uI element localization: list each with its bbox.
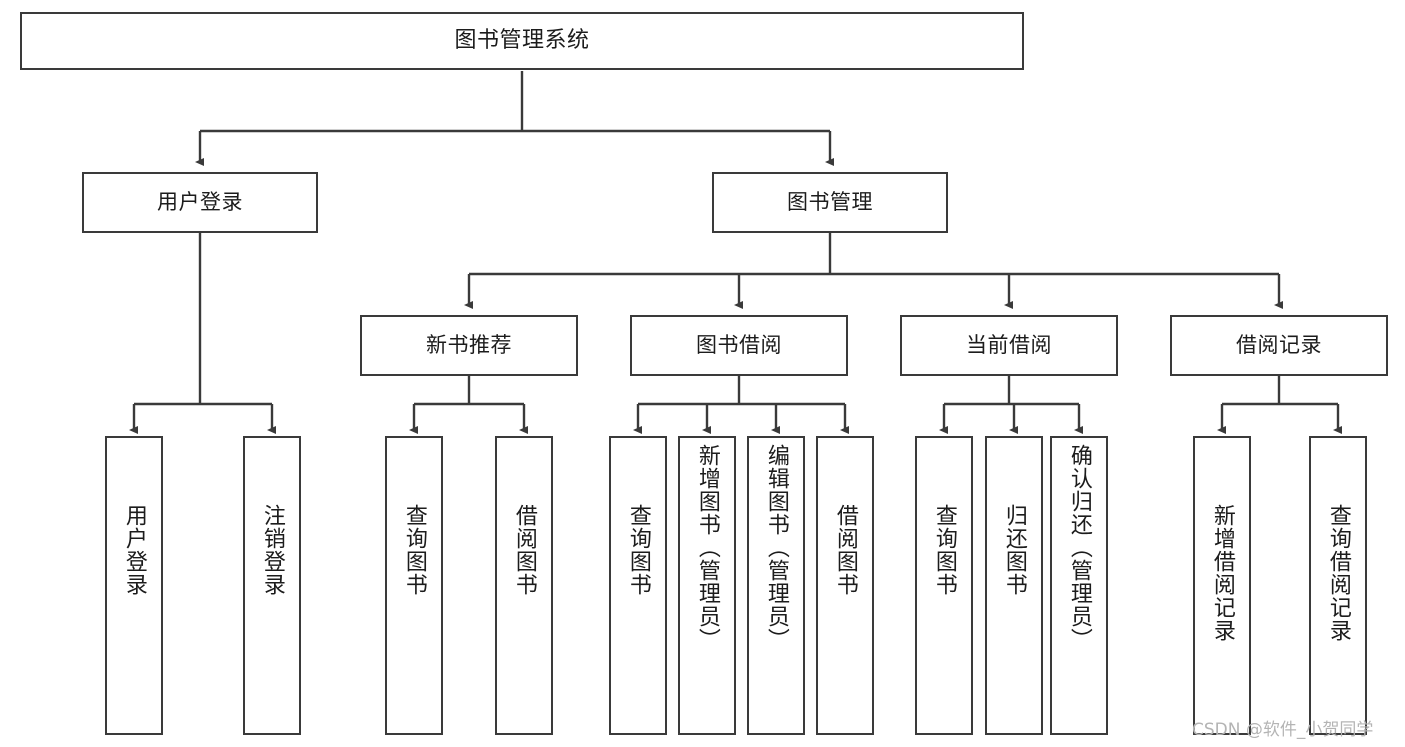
leaf-confirm-return[interactable]: 确认归还（管理员） — [1050, 436, 1108, 735]
leaf-return-book-label: 归还图书 — [1001, 504, 1027, 596]
leaf-add-book[interactable]: 新增图书（管理员） — [678, 436, 736, 735]
leaf-query-book-1-label: 查询图书 — [401, 504, 427, 596]
node-book-manage[interactable]: 图书管理 — [712, 172, 948, 233]
leaf-query-record[interactable]: 查询借阅记录 — [1309, 436, 1367, 735]
leaf-query-book-2[interactable]: 查询图书 — [609, 436, 667, 735]
node-new-book-recommend-label: 新书推荐 — [426, 332, 512, 357]
node-user-login[interactable]: 用户登录 — [82, 172, 318, 233]
leaf-edit-book-label: 编辑图书（管理员） — [763, 444, 789, 651]
leaf-logout-login[interactable]: 注销登录 — [243, 436, 301, 735]
node-user-login-label: 用户登录 — [157, 189, 243, 214]
leaf-borrow-book-2[interactable]: 借阅图书 — [816, 436, 874, 735]
leaf-edit-book[interactable]: 编辑图书（管理员） — [747, 436, 805, 735]
leaf-confirm-return-label: 确认归还（管理员） — [1066, 444, 1092, 651]
node-root-system-label: 图书管理系统 — [454, 27, 590, 53]
leaf-query-book-2-label: 查询图书 — [625, 504, 651, 596]
node-book-manage-label: 图书管理 — [787, 189, 873, 214]
leaf-return-book[interactable]: 归还图书 — [985, 436, 1043, 735]
node-root-system[interactable]: 图书管理系统 — [20, 12, 1024, 70]
node-current-borrow-label: 当前借阅 — [966, 332, 1052, 357]
node-borrow-record[interactable]: 借阅记录 — [1170, 315, 1388, 376]
csdn-watermark: CSDN @软件_小贺同学 — [1192, 720, 1374, 740]
node-book-borrow[interactable]: 图书借阅 — [630, 315, 848, 376]
node-book-borrow-label: 图书借阅 — [696, 332, 782, 357]
leaf-user-login[interactable]: 用户登录 — [105, 436, 163, 735]
leaf-query-record-label: 查询借阅记录 — [1325, 504, 1351, 642]
node-current-borrow[interactable]: 当前借阅 — [900, 315, 1118, 376]
leaf-add-record-label: 新增借阅记录 — [1209, 504, 1235, 642]
leaf-add-book-label: 新增图书（管理员） — [694, 444, 720, 651]
leaf-query-book-3[interactable]: 查询图书 — [915, 436, 973, 735]
leaf-user-login-label: 用户登录 — [121, 504, 147, 596]
leaf-logout-login-label: 注销登录 — [259, 504, 285, 596]
node-borrow-record-label: 借阅记录 — [1236, 332, 1322, 357]
node-new-book-recommend[interactable]: 新书推荐 — [360, 315, 578, 376]
leaf-query-book-3-label: 查询图书 — [931, 504, 957, 596]
leaf-borrow-book-1-label: 借阅图书 — [511, 504, 537, 596]
leaf-add-record[interactable]: 新增借阅记录 — [1193, 436, 1251, 735]
leaf-borrow-book-1[interactable]: 借阅图书 — [495, 436, 553, 735]
leaf-query-book-1[interactable]: 查询图书 — [385, 436, 443, 735]
leaf-borrow-book-2-label: 借阅图书 — [832, 504, 858, 596]
